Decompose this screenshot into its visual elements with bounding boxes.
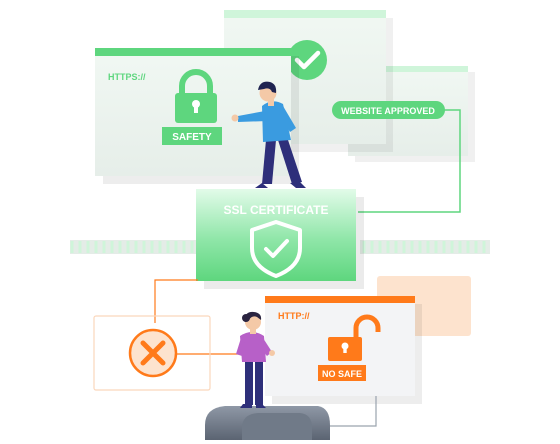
- no-safe-badge-text: NO SAFE: [322, 369, 362, 379]
- unsafe-protocol-text: HTTP://: [278, 311, 310, 321]
- check-circle-icon: [287, 40, 327, 80]
- no-safe-badge: [318, 365, 366, 381]
- dashed-band-right: [360, 240, 490, 254]
- approval-connector: [358, 109, 461, 213]
- rejection-frame: [93, 315, 211, 391]
- website-approved-pill: WEBSITE APPROVED: [332, 101, 445, 119]
- safety-badge: [162, 127, 222, 145]
- lock-open-icon: [328, 314, 381, 361]
- pedestal: [205, 406, 330, 440]
- rejection-connector-top: [154, 279, 198, 323]
- lock-closed-icon: [175, 69, 217, 123]
- website-approved-text: WEBSITE APPROVED: [341, 106, 435, 116]
- base-connector: [330, 396, 377, 427]
- dashed-band-left: [70, 240, 200, 254]
- man-figure: [231, 81, 306, 188]
- cross-circle-icon: [128, 328, 178, 378]
- shield-check-icon: [250, 220, 302, 278]
- safety-badge-text: SAFETY: [172, 132, 212, 143]
- safe-protocol-text: HTTPS://: [108, 72, 146, 82]
- unsafe-browser-window: HTTP:// NO SAFE: [265, 296, 422, 404]
- ssl-certificate-card: SSL CERTIFICATE: [196, 189, 364, 289]
- woman-figure: [236, 311, 275, 408]
- ssl-certificate-title: SSL CERTIFICATE: [224, 203, 329, 217]
